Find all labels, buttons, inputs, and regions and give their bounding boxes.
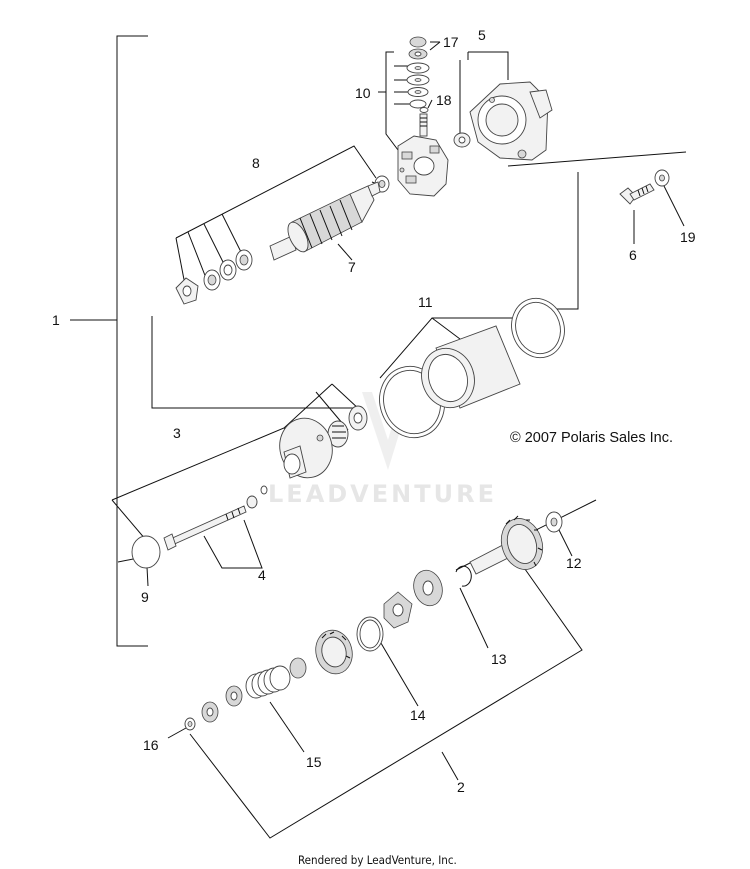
- washer-19: [654, 169, 670, 187]
- callout-5: 5: [478, 27, 486, 43]
- clip-16: [184, 717, 196, 731]
- callout-9: 9: [141, 589, 149, 605]
- callout-2: 2: [457, 779, 465, 795]
- callout-18: 18: [436, 92, 452, 108]
- armature-7: [269, 181, 381, 261]
- cap-9: [131, 535, 161, 569]
- brush-plate: [397, 135, 449, 197]
- callout-19: 19: [680, 229, 696, 245]
- washer-12: [545, 511, 563, 533]
- pinion-gear-shaft: [469, 515, 544, 575]
- callout-17: 17: [443, 34, 459, 50]
- washers-10: [406, 62, 430, 109]
- callouts: 1 2 3 4 5 6 7 8 9 10 11 12 13 14 15 16 1…: [52, 27, 696, 795]
- watermark-text: LEADVENTURE: [268, 480, 497, 508]
- bracket-11: [379, 317, 514, 379]
- callout-8: 8: [252, 155, 260, 171]
- copyright-notice: © 2007 Polaris Sales Inc.: [510, 430, 673, 446]
- bracket-4: [203, 519, 263, 569]
- callout-12: 12: [566, 555, 582, 571]
- bracket-2: [189, 561, 583, 839]
- callout-15: 15: [306, 754, 322, 770]
- callout-4: 4: [258, 567, 266, 583]
- planetary-gear: [289, 629, 353, 679]
- nut-17: [408, 36, 428, 60]
- snap-ring-13: [455, 565, 472, 587]
- callout-1: 1: [52, 312, 60, 328]
- footer-credit: Rendered by LeadVenture, Inc.: [298, 853, 457, 867]
- bolt-6: [619, 183, 655, 205]
- bracket-5: [459, 51, 509, 136]
- front-housing-3: [279, 417, 333, 479]
- bushing: [453, 132, 471, 148]
- bearing-3: [327, 405, 368, 448]
- end-housing-5: [469, 81, 553, 161]
- retainers: [201, 685, 243, 723]
- callout-7: 7: [348, 259, 356, 275]
- callout-11: 11: [418, 294, 433, 310]
- ring-14: [356, 616, 384, 652]
- bracket-armature-group: [151, 151, 687, 409]
- callout-13: 13: [491, 651, 507, 667]
- callout-3: 3: [173, 425, 181, 441]
- callout-16: 16: [143, 737, 159, 753]
- callout-10: 10: [355, 85, 371, 101]
- bracket-1: [70, 35, 148, 647]
- armature-washers-8: [175, 175, 390, 305]
- clutch-plates: [383, 569, 443, 629]
- callout-6: 6: [629, 247, 637, 263]
- o-ring-18: [419, 107, 429, 113]
- yoke-housing-11: [379, 297, 565, 439]
- terminal-stud: [419, 113, 428, 137]
- spring-15: [245, 665, 291, 699]
- through-bolt-4: [163, 485, 268, 551]
- callout-14: 14: [410, 707, 426, 723]
